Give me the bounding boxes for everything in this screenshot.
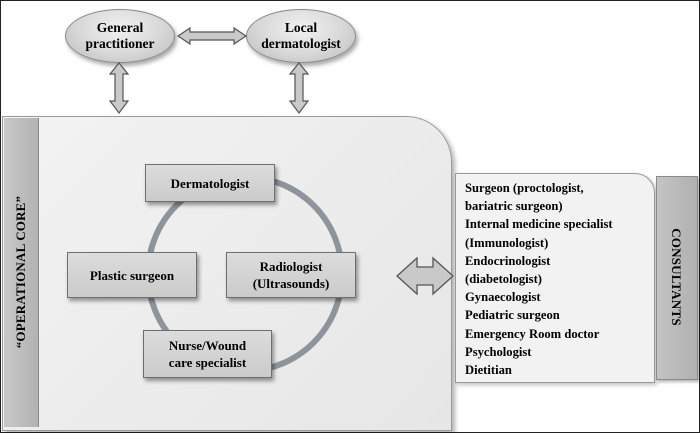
local-dermatologist-node: Local dermatologist bbox=[246, 9, 356, 63]
consultant-item: Dietitian bbox=[465, 363, 512, 378]
gp-core-arrow bbox=[108, 62, 130, 114]
consultant-item: Emergency Room doctor bbox=[465, 326, 600, 341]
consultant-item: Gynaecologist bbox=[465, 290, 541, 305]
gp-dermatologist-arrow bbox=[176, 26, 248, 46]
nurse-box: Nurse/Wound care specialist bbox=[143, 330, 272, 378]
radiologist-label: Radiologist bbox=[259, 259, 323, 274]
local-dermatologist-label: Local dermatologist bbox=[261, 20, 341, 51]
consultants-label-bar bbox=[656, 176, 698, 380]
consultant-item: Pediatric surgeon bbox=[465, 308, 560, 323]
plastic-surgeon-box: Plastic surgeon bbox=[67, 252, 197, 298]
consultant-item: bariatric surgeon) bbox=[465, 199, 563, 214]
consultant-item: (Immunologist) bbox=[465, 235, 549, 250]
dermatologist-label: Dermatologist bbox=[170, 175, 250, 191]
consultant-item: Surgeon (proctologist, bbox=[465, 181, 584, 195]
radiologist-box: Radiologist (Ultrasounds) bbox=[226, 252, 356, 298]
nurse-label: Nurse/Wound bbox=[168, 338, 247, 353]
consultants-panel bbox=[455, 173, 655, 383]
general-practitioner-label: General practitioner bbox=[85, 20, 155, 51]
local-dermatologist-core-arrow bbox=[288, 62, 310, 114]
plastic-surgeon-label: Plastic surgeon bbox=[89, 267, 175, 283]
consultant-item: (diabetologist) bbox=[465, 272, 542, 287]
general-practitioner-node: General practitioner bbox=[65, 9, 175, 63]
dermatologist-box: Dermatologist bbox=[145, 164, 275, 202]
nurse-sub-label: care specialist bbox=[168, 355, 247, 370]
consultant-item: Psychologist bbox=[465, 344, 532, 359]
consultant-item: Endocrinologist bbox=[465, 253, 551, 268]
operational-core-label-bar bbox=[4, 118, 39, 427]
consultants-list: Surgeon (proctologist, bariatric surgeon… bbox=[465, 179, 655, 379]
core-consultants-arrow bbox=[396, 256, 454, 296]
consultant-item: Internal medicine specialist bbox=[465, 217, 613, 232]
radiologist-sub-label: (Ultrasounds) bbox=[252, 276, 330, 291]
